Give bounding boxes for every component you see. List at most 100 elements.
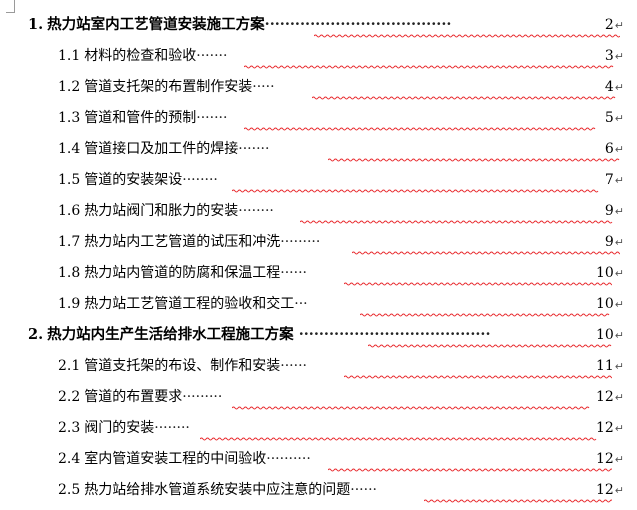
spellcheck-underline	[352, 251, 620, 255]
toc-page-value: 10	[595, 296, 614, 312]
toc-leader-dots: ·········	[280, 234, 321, 250]
toc-entry-title: 管道和管件的预制	[84, 110, 197, 126]
paragraph-mark-icon: ↵	[614, 267, 624, 280]
toc-page-value: 10	[595, 327, 614, 343]
toc-entry-title: 热力站阀门和胀力的安装	[84, 203, 239, 219]
toc-leader-dots: ··········	[266, 451, 311, 467]
toc-leader-dots: ·······	[196, 110, 228, 126]
toc-entry-1[interactable]: 1.热力站室内工艺管道安装施工方案·······················…	[0, 15, 637, 41]
toc-page-value: 11	[595, 358, 614, 374]
toc-entry-title: 热力站工艺管道工程的验收和交工	[84, 296, 295, 312]
toc-entry-title: 阀门的安装	[84, 420, 155, 436]
toc-page-value: 9	[604, 203, 614, 219]
toc-page-number: 12↵	[596, 449, 624, 470]
toc-page-value: 12	[595, 451, 614, 467]
toc-page-number: 9↵	[605, 201, 624, 222]
toc-page-number: 4↵	[605, 77, 624, 98]
spellcheck-underline	[244, 65, 620, 69]
spellcheck-underline	[200, 437, 612, 441]
toc-page-number: 2↵	[605, 15, 624, 36]
toc-page-number: 10↵	[596, 263, 624, 284]
toc-page-value: 12	[595, 420, 614, 436]
toc-page-number: 12↵	[596, 480, 624, 501]
toc-entry-text: 2.热力站内生产生活给排水工程施工方案 ····················…	[28, 325, 491, 345]
paragraph-mark-icon: ↵	[614, 50, 624, 63]
toc-page-number: 3↵	[605, 46, 624, 67]
paragraph-mark-icon: ↵	[614, 360, 624, 373]
toc-leader-dots: ·····	[252, 79, 275, 95]
toc-entry-title: 热力站内管道的防腐和保温工程	[84, 265, 281, 281]
toc-leader-dots: ······	[280, 358, 307, 374]
toc-entry-2[interactable]: 2.热力站内生产生活给排水工程施工方案 ····················…	[0, 325, 637, 351]
toc-page-value: 12	[595, 389, 614, 405]
toc-page-value: 9	[604, 234, 614, 250]
paragraph-mark-icon: ↵	[614, 19, 624, 32]
toc-entry-number: 1.	[28, 16, 44, 33]
toc-entry-number: 2.5	[58, 482, 81, 498]
toc-entry-number: 1.3	[58, 110, 81, 126]
toc-page-value: 10	[595, 265, 614, 281]
toc-entry-number: 1.8	[58, 265, 81, 281]
toc-page-value: 12	[595, 482, 614, 498]
spellcheck-underline	[312, 96, 620, 100]
toc-leader-dots: ········	[238, 203, 274, 219]
toc-entry-number: 1.5	[58, 172, 81, 188]
toc-entry-number: 2.	[28, 326, 44, 343]
spellcheck-underline	[300, 220, 620, 224]
toc-page-value: 5	[604, 110, 614, 126]
toc-entry-number: 2.3	[58, 420, 81, 436]
toc-entry-title: 管道支托架的布置制作安装	[84, 79, 253, 95]
toc-page-value: 6	[604, 141, 614, 157]
paragraph-mark-icon: ↵	[614, 329, 624, 342]
paragraph-mark-icon: ↵	[614, 484, 624, 497]
toc-entry-number: 2.1	[58, 358, 81, 374]
toc-entry-title: 管道接口及加工件的焊接	[84, 141, 239, 157]
grammar-underline	[88, 499, 140, 503]
toc-page-value: 4	[604, 79, 614, 95]
paragraph-mark-icon: ↵	[614, 236, 624, 249]
toc-entry-title: 材料的检查和验收	[84, 48, 197, 64]
spellcheck-underline	[328, 468, 612, 472]
toc-entry-number: 2.4	[58, 451, 81, 467]
spellcheck-underline	[424, 499, 612, 503]
toc-page-value: 2	[604, 17, 614, 33]
spellcheck-underline	[344, 375, 612, 379]
toc-entry-title: 管道的安装架设	[84, 172, 183, 188]
toc-page-number: 12↵	[596, 418, 624, 439]
toc-entry-number: 1.6	[58, 203, 81, 219]
spellcheck-underline	[232, 189, 620, 193]
paragraph-mark-icon: ↵	[614, 174, 624, 187]
spellcheck-underline	[244, 127, 620, 131]
toc-leader-dots: ········	[182, 172, 218, 188]
toc-page-number: 10↵	[596, 294, 624, 315]
toc-leader-dots: ·······	[238, 141, 270, 157]
toc-entry-number: 1.2	[58, 79, 81, 95]
spellcheck-underline	[360, 313, 612, 317]
paragraph-mark-icon: ↵	[614, 81, 624, 94]
paragraph-mark-icon: ↵	[614, 112, 624, 125]
toc-entry-title: 管道支托架的布设、制作和安装	[84, 358, 281, 374]
toc-entry-number: 1.1	[58, 48, 81, 64]
